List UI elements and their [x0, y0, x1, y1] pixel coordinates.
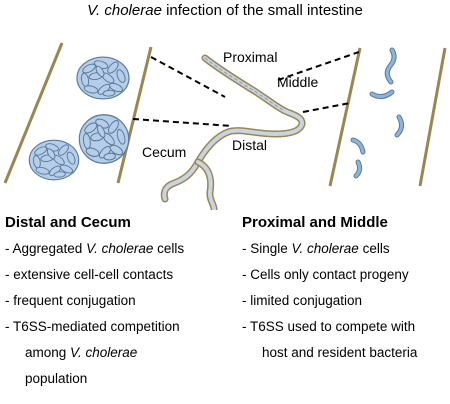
- label-middle: Middle: [277, 74, 318, 90]
- list-item: - frequent conjugation: [5, 293, 136, 308]
- intestine-diagram: Proximal Middle Distal Cecum: [3, 42, 447, 210]
- proximal-middle-list: - Single V. cholerae cells - Cells only …: [242, 236, 450, 366]
- label-distal: Distal: [232, 137, 267, 153]
- distal-cecum-summary: Distal and Cecum - Aggregated V. cholera…: [5, 212, 230, 392]
- left-panel-wall-right: [116, 46, 153, 184]
- right-panel-wall-right: [418, 47, 447, 187]
- cell-cluster: [78, 114, 130, 164]
- single-cells: [350, 47, 405, 179]
- list-item: - extensive cell-cell contacts: [5, 267, 174, 282]
- distal-cecum-heading: Distal and Cecum: [5, 214, 131, 231]
- cell-cluster: [76, 56, 130, 100]
- list-item: among V. cholerae: [25, 345, 138, 360]
- label-proximal: Proximal: [223, 49, 277, 65]
- list-item: - limited conjugation: [242, 293, 363, 308]
- proximal-middle-heading: Proximal and Middle: [242, 214, 388, 231]
- list-item: - T6SS-mediated competition: [5, 319, 180, 334]
- left-panel-wall-left: [3, 42, 64, 184]
- title-rest: infection of the small intestine: [161, 2, 363, 19]
- zoom-lines: [132, 51, 360, 127]
- list-item: host and resident bacteria: [262, 345, 418, 360]
- figure-title: V. cholerae infection of the small intes…: [0, 2, 450, 20]
- list-item: - Single V. cholerae cells: [242, 241, 390, 256]
- proximal-middle-summary: Proximal and Middle - Single V. cholerae…: [242, 212, 450, 366]
- list-item: - Aggregated V. cholerae cells: [5, 241, 185, 256]
- distal-cecum-list: - Aggregated V. cholerae cells - extensi…: [5, 236, 230, 392]
- list-item: population: [25, 371, 88, 386]
- cell-cluster: [28, 139, 80, 181]
- small-intestine: [160, 54, 306, 210]
- list-item: - T6SS used to compete with: [242, 319, 416, 334]
- right-panel-wall-left: [328, 47, 362, 187]
- title-species: V. cholerae: [87, 2, 162, 19]
- label-cecum: Cecum: [142, 144, 186, 160]
- list-item: - Cells only contact progeny: [242, 267, 409, 282]
